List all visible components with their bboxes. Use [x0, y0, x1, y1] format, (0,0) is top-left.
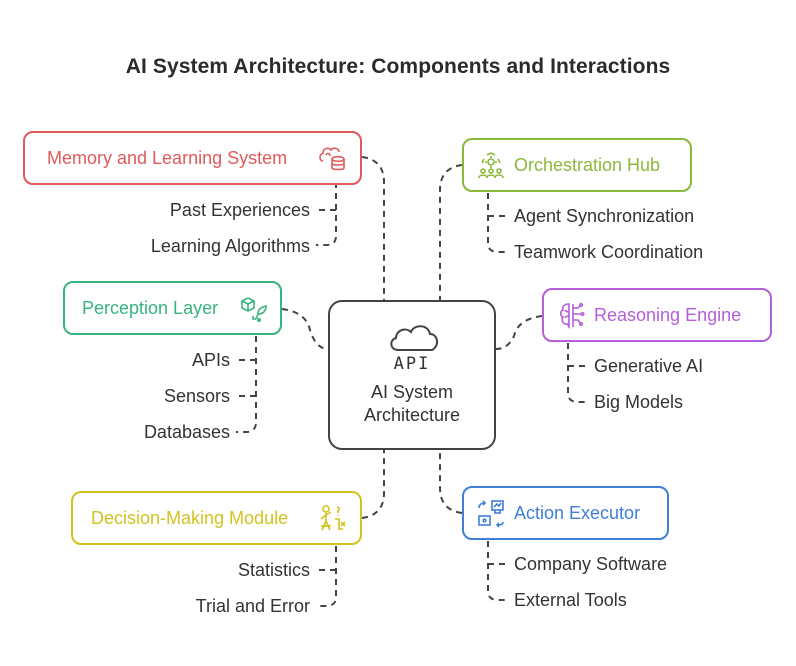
orchestration-item-teamwork: Teamwork Coordination: [514, 242, 704, 262]
node-orchestration-label: Orchestration Hub: [514, 154, 661, 175]
perception-item-apis: APIs: [191, 350, 230, 370]
reasoning-item-big-models: Big Models: [594, 392, 684, 412]
connector-action: [439, 450, 463, 514]
connector-perception-items: [236, 336, 257, 433]
node-orchestration-hub: Orchestration Hub: [462, 138, 692, 192]
memory-item-past-experiences: Past Experiences: [169, 200, 310, 220]
cloud-icon: [390, 325, 438, 351]
node-action-label: Action Executor: [514, 502, 641, 523]
team-hub-icon: [476, 150, 506, 180]
action-item-company-software: Company Software: [514, 554, 668, 574]
circuit-brain-icon: [556, 300, 586, 330]
person-choice-icon: [317, 503, 347, 533]
reasoning-item-generative-ai: Generative AI: [594, 356, 704, 376]
cube-sensor-icon: [239, 293, 269, 323]
node-decision-making: Decision-Making Module: [71, 491, 362, 545]
node-reasoning-engine: Reasoning Engine: [542, 288, 772, 342]
connector-action-items: [487, 541, 508, 601]
center-title-line2: Architecture: [363, 405, 461, 425]
center-ai-system-architecture: API AI System Architecture: [328, 300, 496, 450]
connector-perception: [281, 308, 329, 350]
decision-item-statistics: Statistics: [237, 560, 310, 580]
memory-item-learning-algorithms: Learning Algorithms: [150, 236, 310, 256]
brain-database-icon: [317, 143, 347, 173]
workflow-monitor-icon: [476, 498, 506, 528]
node-action-executor: Action Executor: [462, 486, 669, 540]
connector-reasoning-items: [567, 343, 588, 403]
action-item-external-tools: External Tools: [514, 590, 627, 610]
node-decision-label: Decision-Making Module: [91, 507, 289, 528]
connector-decision-items: [316, 546, 337, 607]
connector-decision: [361, 450, 385, 519]
perception-item-databases: Databases: [143, 422, 230, 442]
node-memory-learning: Memory and Learning System: [23, 131, 362, 185]
node-perception-layer: Perception Layer: [63, 281, 282, 335]
diagram-title: AI System Architecture: Components and I…: [125, 55, 671, 78]
connector-reasoning: [495, 315, 543, 350]
node-reasoning-label: Reasoning Engine: [594, 304, 742, 325]
connector-orchestration: [439, 164, 463, 300]
perception-item-sensors: Sensors: [163, 386, 230, 406]
orchestration-item-agent-sync: Agent Synchronization: [514, 206, 695, 226]
connector-orchestration-items: [487, 193, 508, 253]
connector-memory-items: [316, 182, 337, 246]
node-perception-label: Perception Layer: [82, 297, 219, 318]
center-api-label: API: [393, 354, 431, 374]
connector-memory: [361, 156, 385, 300]
decision-item-trial-error: Trial and Error: [195, 596, 310, 616]
center-title-line1: AI System: [370, 382, 454, 402]
node-memory-label: Memory and Learning System: [47, 147, 288, 168]
